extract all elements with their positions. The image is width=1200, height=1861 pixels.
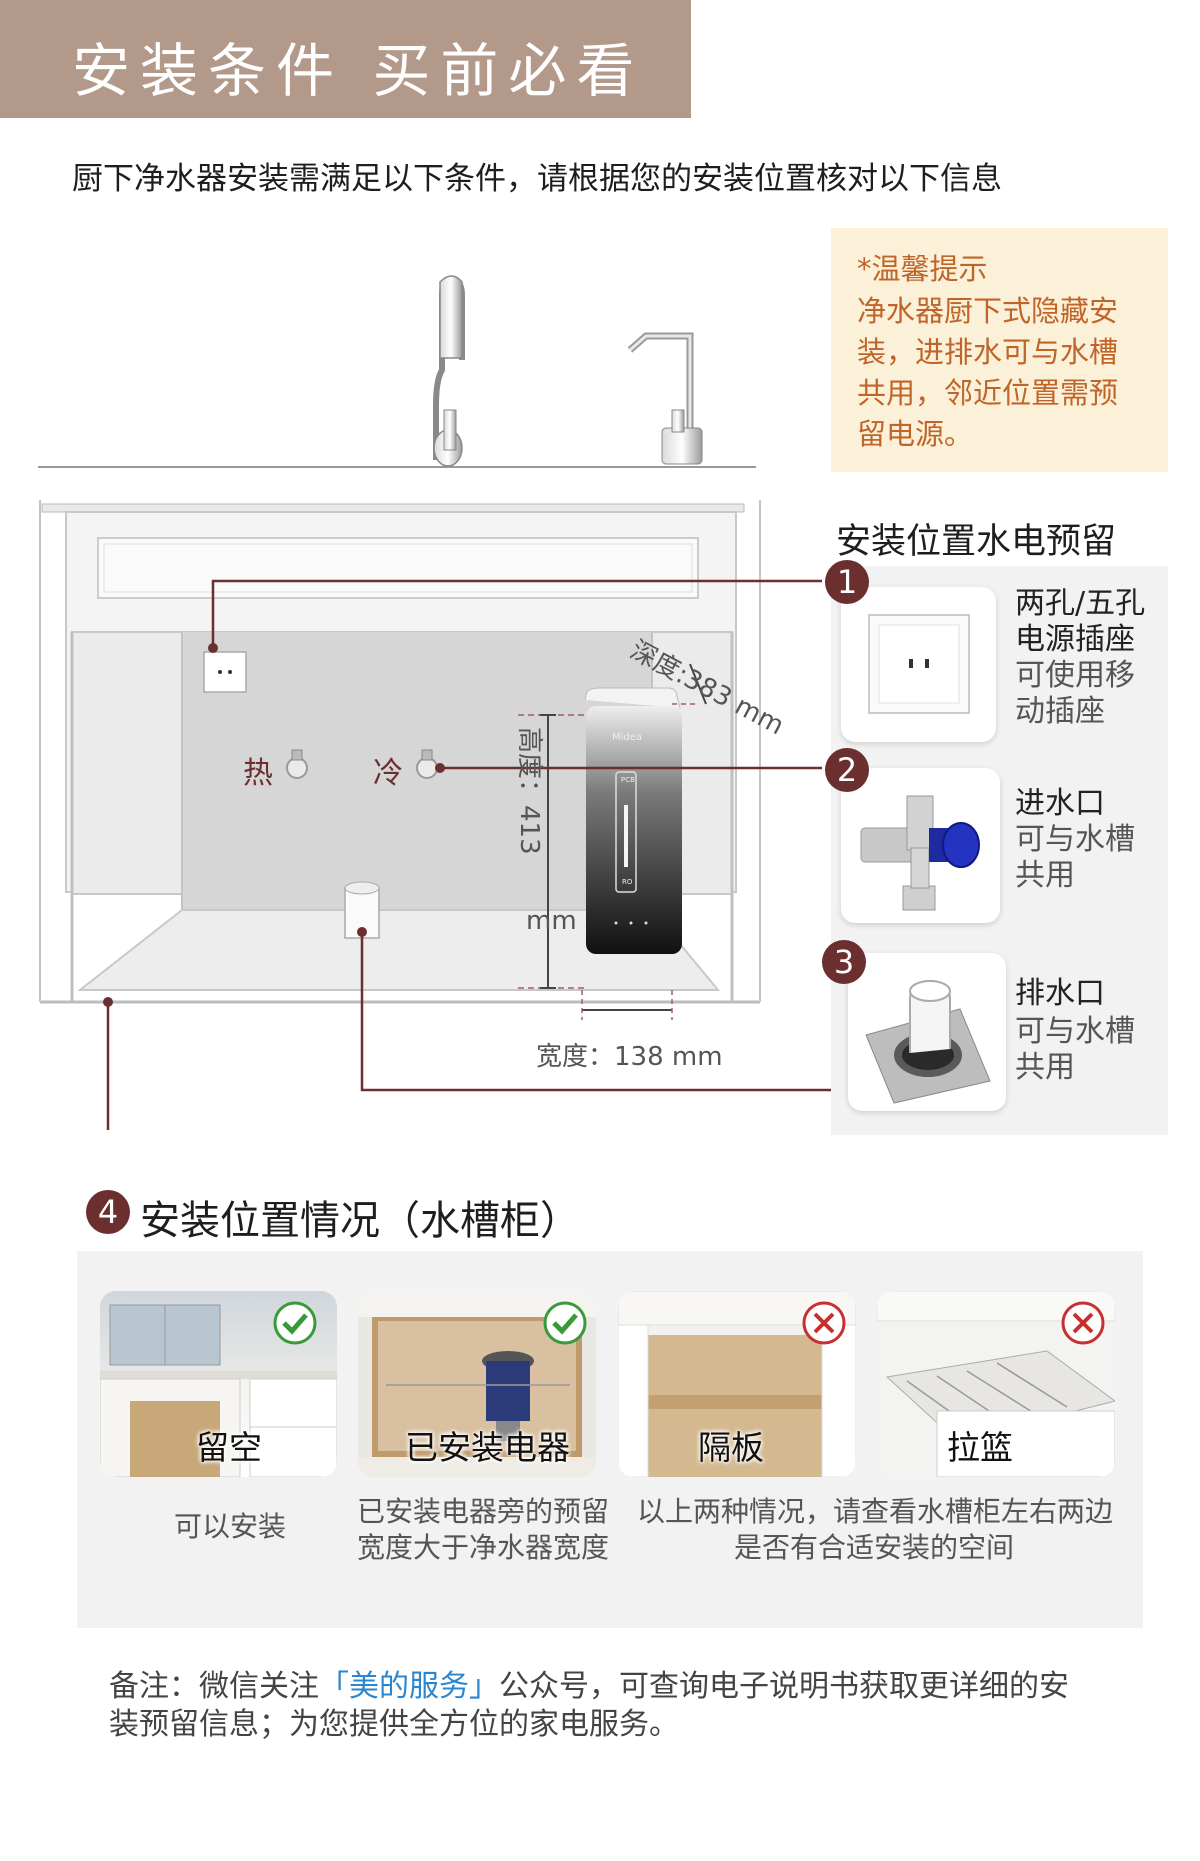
inlet-valve-photo <box>841 768 1000 923</box>
photo-label: 拉篮 <box>947 1428 1013 1467</box>
tip-line: 净水器厨下式隐藏安 <box>857 294 1119 328</box>
note-prefix: 备注：微信关注 <box>109 1669 319 1704</box>
reserve-1-note: 动插座 <box>1015 694 1105 729</box>
drain-photo <box>848 953 1006 1111</box>
floor-drain-icon <box>865 979 991 1104</box>
check-icon <box>272 1300 318 1350</box>
dimension-lines <box>518 663 707 1020</box>
step-number-3: 3 <box>822 940 866 984</box>
wall-socket-icon <box>203 651 247 693</box>
footer-note: 备注：微信关注「美的服务」公众号，可查询电子说明书获取更详细的安 装预留信息；为… <box>109 1668 1069 1744</box>
purifier-faucet-icon <box>627 332 703 465</box>
photo-label: 隔板 <box>698 1428 764 1467</box>
width-label: 宽度：138 mm <box>536 1042 723 1072</box>
caption-appliance: 宽度大于净水器宽度 <box>357 1531 610 1564</box>
kitchen-faucet-icon <box>433 275 465 467</box>
tip-line: 留电源。 <box>857 417 974 451</box>
note-suffix: 公众号，可查询电子说明书获取更详细的安 <box>499 1669 1069 1704</box>
photo-label: 已安装电器 <box>405 1428 570 1467</box>
hot-water-valve-icon <box>286 749 308 779</box>
caption-check-sides: 以上两种情况，请查看水槽柜左右两边 <box>637 1495 1114 1528</box>
location-photo-appliance <box>358 1291 596 1477</box>
step-number-2: 2 <box>825 748 869 792</box>
caption-can-install: 可以安装 <box>174 1510 287 1543</box>
water-purifier-device <box>584 687 682 954</box>
power-socket-icon <box>868 614 970 714</box>
tip-box <box>831 228 1168 472</box>
header-banner <box>0 0 691 118</box>
note-line2: 装预留信息；为您提供全方位的家电服务。 <box>109 1707 679 1742</box>
device-ro-text: RO <box>622 878 633 886</box>
reserve-2-note: 可与水槽 <box>1015 822 1135 857</box>
height-unit: mm <box>526 906 577 936</box>
angle-valve-icon <box>860 795 980 911</box>
tip-line: 装，进排水可与水槽 <box>857 335 1119 369</box>
reserve-1-title: 电源插座 <box>1015 622 1135 657</box>
caption-appliance: 已安装电器旁的预留 <box>357 1495 610 1528</box>
device-brand: Midea <box>612 732 643 743</box>
reserve-1-title: 两孔/五孔 <box>1015 586 1146 621</box>
tip-line: 共用，邻近位置需预 <box>857 376 1119 410</box>
reserve-2-title: 进水口 <box>1015 786 1105 821</box>
location-heading: 安装位置情况（水槽柜） <box>140 1198 580 1244</box>
step-number-4: 4 <box>86 1190 130 1234</box>
cross-icon <box>1060 1300 1106 1350</box>
step-number-1: 1 <box>825 560 869 604</box>
shelf-cabinet-illustration <box>618 1291 856 1477</box>
cold-water-valve-icon <box>416 749 438 779</box>
reserve-1-note: 可使用移 <box>1015 658 1135 693</box>
tip-title: *温馨提示 <box>857 252 988 286</box>
height-label: 高度：413 <box>514 727 544 855</box>
check-icon <box>542 1300 588 1350</box>
cross-icon <box>801 1300 847 1350</box>
location-photo-shelf <box>618 1291 856 1477</box>
reserve-3-note: 共用 <box>1015 1050 1075 1085</box>
page-subtitle: 厨下净水器安装需满足以下条件，请根据您的安装位置核对以下信息 <box>72 161 1002 197</box>
reserve-heading: 安装位置水电预留 <box>836 522 1117 562</box>
cold-label: 冷 <box>373 756 403 791</box>
cabinet-diagram <box>38 275 845 1130</box>
caption-check-sides: 是否有合适安装的空间 <box>734 1531 1015 1564</box>
wechat-service-link[interactable]: 「美的服务」 <box>319 1669 499 1704</box>
hot-label: 热 <box>243 756 273 791</box>
socket-photo <box>841 587 996 742</box>
page-title: 安装条件 买前必看 <box>72 37 645 105</box>
device-pcb-text: PCB <box>621 776 635 784</box>
appliance-cabinet-illustration <box>358 1291 596 1477</box>
photo-label: 留空 <box>196 1428 262 1467</box>
empty-cabinet-illustration <box>100 1304 337 1477</box>
reserve-3-note: 可与水槽 <box>1015 1014 1135 1049</box>
reserve-3-title: 排水口 <box>1015 976 1105 1011</box>
reserve-2-note: 共用 <box>1015 858 1075 893</box>
